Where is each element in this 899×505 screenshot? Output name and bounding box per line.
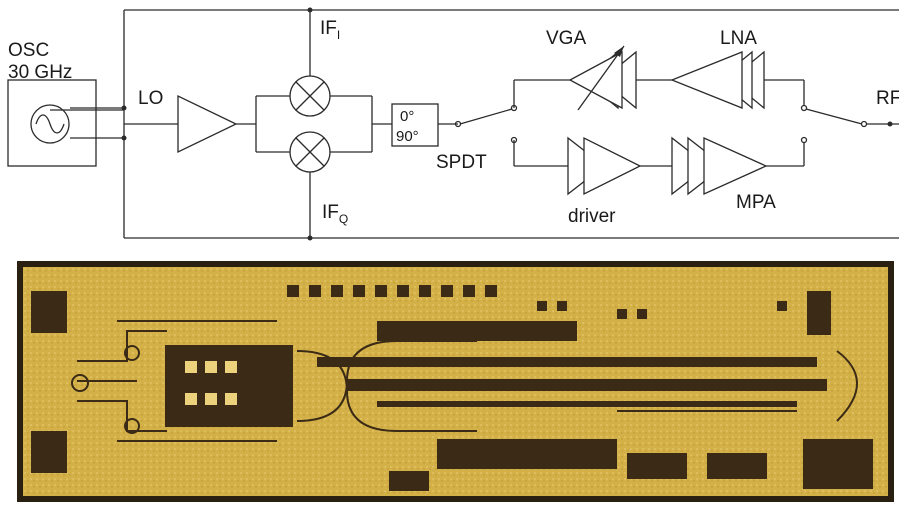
mpa-label: MPA <box>736 192 776 213</box>
lna-amplifier <box>672 52 764 108</box>
driver-amplifier <box>568 138 640 194</box>
block-diagram: OSC 30 GHz LO IFI IFQ 0° 90° <box>0 0 899 250</box>
rf-label: RF <box>876 88 899 109</box>
osc-title: OSC <box>8 40 49 61</box>
phase-90-label: 90° <box>396 128 419 145</box>
lo-label: LO <box>138 88 163 109</box>
spdt-label: SPDT <box>436 152 487 173</box>
osc-frequency: 30 GHz <box>8 62 72 83</box>
oscillator-block <box>8 80 124 166</box>
mixer-q <box>290 132 330 172</box>
spdt-switch-right <box>802 106 867 143</box>
phase-0-label: 0° <box>400 108 414 125</box>
spdt-switch-left <box>460 106 517 143</box>
mixer-i <box>290 76 330 116</box>
if-i-label: IFI <box>320 18 340 42</box>
mpa-amplifier <box>672 138 766 194</box>
driver-label: driver <box>568 206 616 227</box>
if-q-label: IFQ <box>322 202 348 226</box>
vga-label: VGA <box>546 28 586 49</box>
lna-label: LNA <box>720 28 757 49</box>
die-photo <box>17 261 894 502</box>
phase-shifter: 0° 90° <box>392 104 438 146</box>
vga-amplifier <box>570 46 636 110</box>
lo-amplifier <box>178 96 236 152</box>
